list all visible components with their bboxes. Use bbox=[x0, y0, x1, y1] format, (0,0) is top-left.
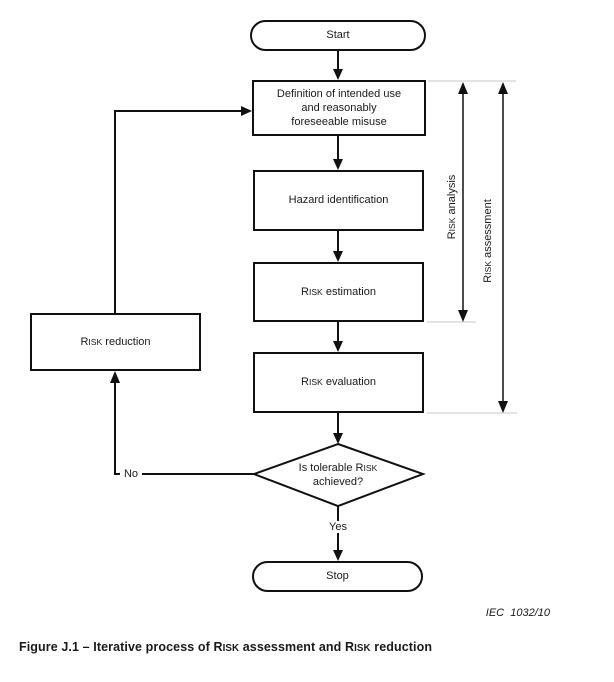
node-decision-label: Is tolerable RISK achieved? bbox=[298, 461, 378, 488]
arrow-start-to-definition bbox=[333, 50, 343, 80]
branch-label-yes: Yes bbox=[325, 521, 351, 533]
node-hazard-identification: Hazard identification bbox=[253, 170, 424, 231]
decision-diamond-shape bbox=[251, 442, 426, 508]
arrow-decision-yes-to-stop bbox=[333, 506, 343, 561]
arrow-evaluation-to-decision bbox=[333, 413, 343, 444]
node-risk-estimation-label: RISK estimation bbox=[301, 285, 376, 298]
node-risk-reduction: RISK reduction bbox=[30, 313, 201, 371]
iec-figure-credit: IEC 1032/10 bbox=[485, 607, 550, 619]
risk-assessment-span-arrow bbox=[498, 82, 508, 413]
arrow-reduction-loop-to-definition bbox=[114, 106, 252, 313]
arrow-hazard-to-estimation bbox=[333, 231, 343, 262]
node-stop: Stop bbox=[252, 561, 423, 592]
arrow-definition-to-hazard bbox=[333, 136, 343, 170]
extension-lines bbox=[427, 80, 517, 414]
arrow-decision-no-to-reduction bbox=[110, 371, 254, 475]
figure-caption: Figure J.1 – Iterative process of RISK a… bbox=[19, 640, 433, 654]
node-risk-estimation: RISK estimation bbox=[253, 262, 424, 322]
node-stop-label: Stop bbox=[326, 570, 349, 583]
arrow-estimation-to-evaluation bbox=[333, 322, 343, 352]
span-arrows bbox=[458, 82, 508, 413]
span-label-risk-assessment: RISK assessment bbox=[482, 199, 494, 283]
node-start: Start bbox=[250, 20, 426, 51]
branch-label-no: No bbox=[119, 468, 143, 480]
node-hazard-identification-label: Hazard identification bbox=[288, 194, 389, 207]
span-label-risk-analysis: RISK analysis bbox=[446, 174, 458, 240]
node-start-label: Start bbox=[326, 29, 350, 42]
node-risk-evaluation: RISK evaluation bbox=[253, 352, 424, 413]
risk-analysis-span-arrow bbox=[458, 82, 468, 322]
node-definition-label: Definition of intended use and reasonabl… bbox=[276, 87, 402, 129]
node-decision: Is tolerable RISK achieved? bbox=[268, 449, 408, 501]
node-risk-evaluation-label: RISK evaluation bbox=[301, 376, 376, 389]
node-risk-reduction-label: RISK reduction bbox=[80, 335, 151, 348]
node-definition: Definition of intended use and reasonabl… bbox=[252, 80, 426, 136]
